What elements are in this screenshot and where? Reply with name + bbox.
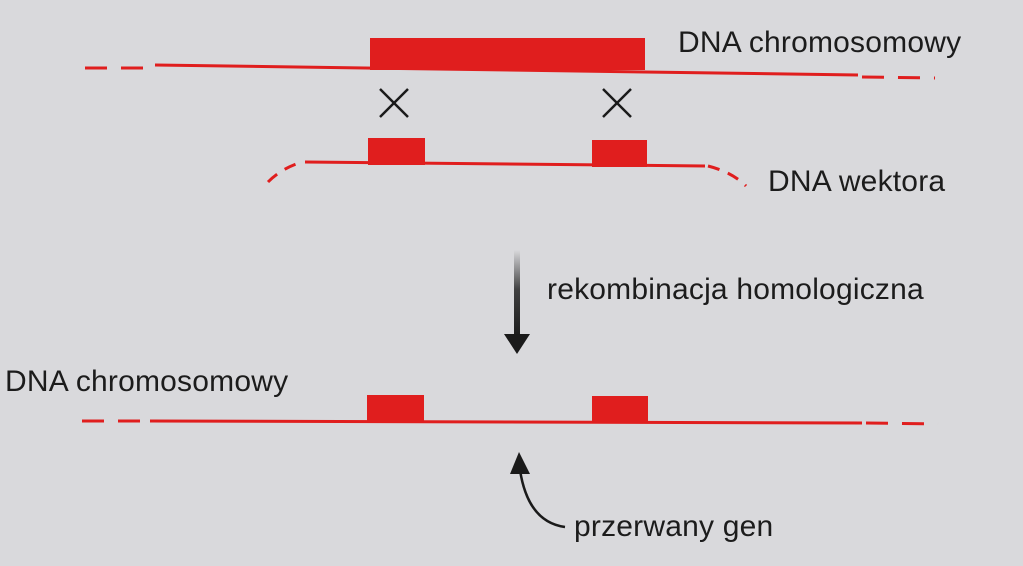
top-gene-block	[370, 38, 645, 70]
vector-dna	[266, 138, 748, 188]
bottom-block-left	[367, 395, 424, 422]
top-chromosome-dna	[85, 38, 936, 80]
label-vector-dna: DNA wektora	[768, 165, 946, 198]
crossover-right-icon	[602, 88, 632, 118]
bottom-dashed-right	[865, 421, 939, 426]
label-top-chromosome: DNA chromosomowy	[678, 26, 962, 59]
vector-block-right	[592, 140, 647, 167]
bottom-block-right	[592, 396, 648, 423]
vector-curve-right	[707, 164, 748, 188]
crossover-left-icon	[379, 88, 409, 118]
vector-curve-left	[266, 160, 303, 184]
top-dashed-right	[861, 75, 936, 80]
disrupted-gene-pointer	[510, 452, 566, 529]
bottom-chromosome-dna	[82, 395, 939, 426]
recombination-arrow	[504, 250, 530, 354]
vector-block-left	[368, 138, 425, 165]
label-bottom-chromosome: DNA chromosomowy	[5, 365, 289, 398]
bottom-strand	[149, 419, 863, 425]
label-recombination: rekombinacja homologiczna	[547, 273, 924, 306]
label-disrupted-gene: przerwany gen	[574, 510, 774, 543]
